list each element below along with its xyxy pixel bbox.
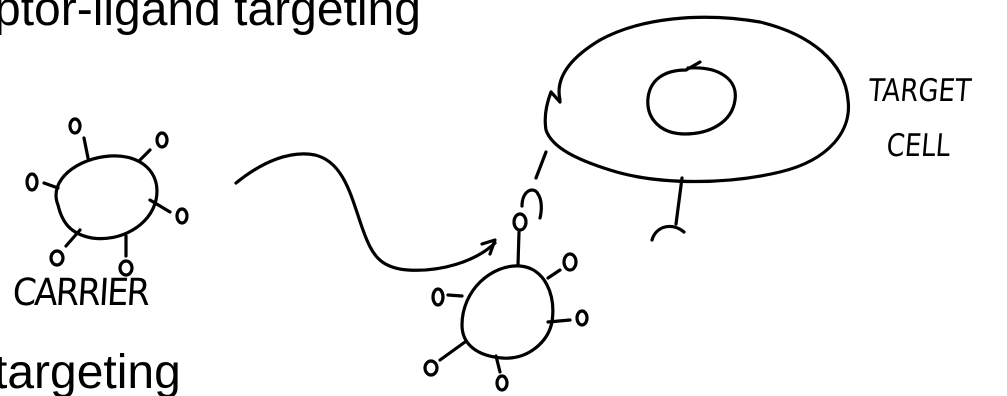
receptors <box>520 150 686 242</box>
receptor-bottom <box>650 176 686 242</box>
carrier-bottom-body <box>460 264 555 360</box>
carrier-bottom <box>423 212 589 392</box>
delivery-arrow-head <box>480 238 497 256</box>
carrier-left <box>25 117 189 277</box>
delivery-arrow-curve <box>234 152 497 272</box>
carrier-bottom-ligands <box>423 212 589 392</box>
slide-title-fragment: ptor-ligand targeting <box>0 0 421 36</box>
carrier-left-body <box>54 154 159 241</box>
carrier-label: CARRIER <box>11 270 150 315</box>
target-label: TARGET <box>867 73 973 110</box>
delivery-arrow <box>234 152 497 272</box>
target-cell-membrane <box>543 15 851 184</box>
receptor-left <box>520 150 548 220</box>
carrier-left-ligands <box>25 117 189 277</box>
slide-subtitle-fragment: targeting <box>0 346 181 396</box>
target-cell-nucleus <box>646 60 737 136</box>
target-cell <box>543 15 851 184</box>
cell-label: CELL <box>885 128 952 165</box>
